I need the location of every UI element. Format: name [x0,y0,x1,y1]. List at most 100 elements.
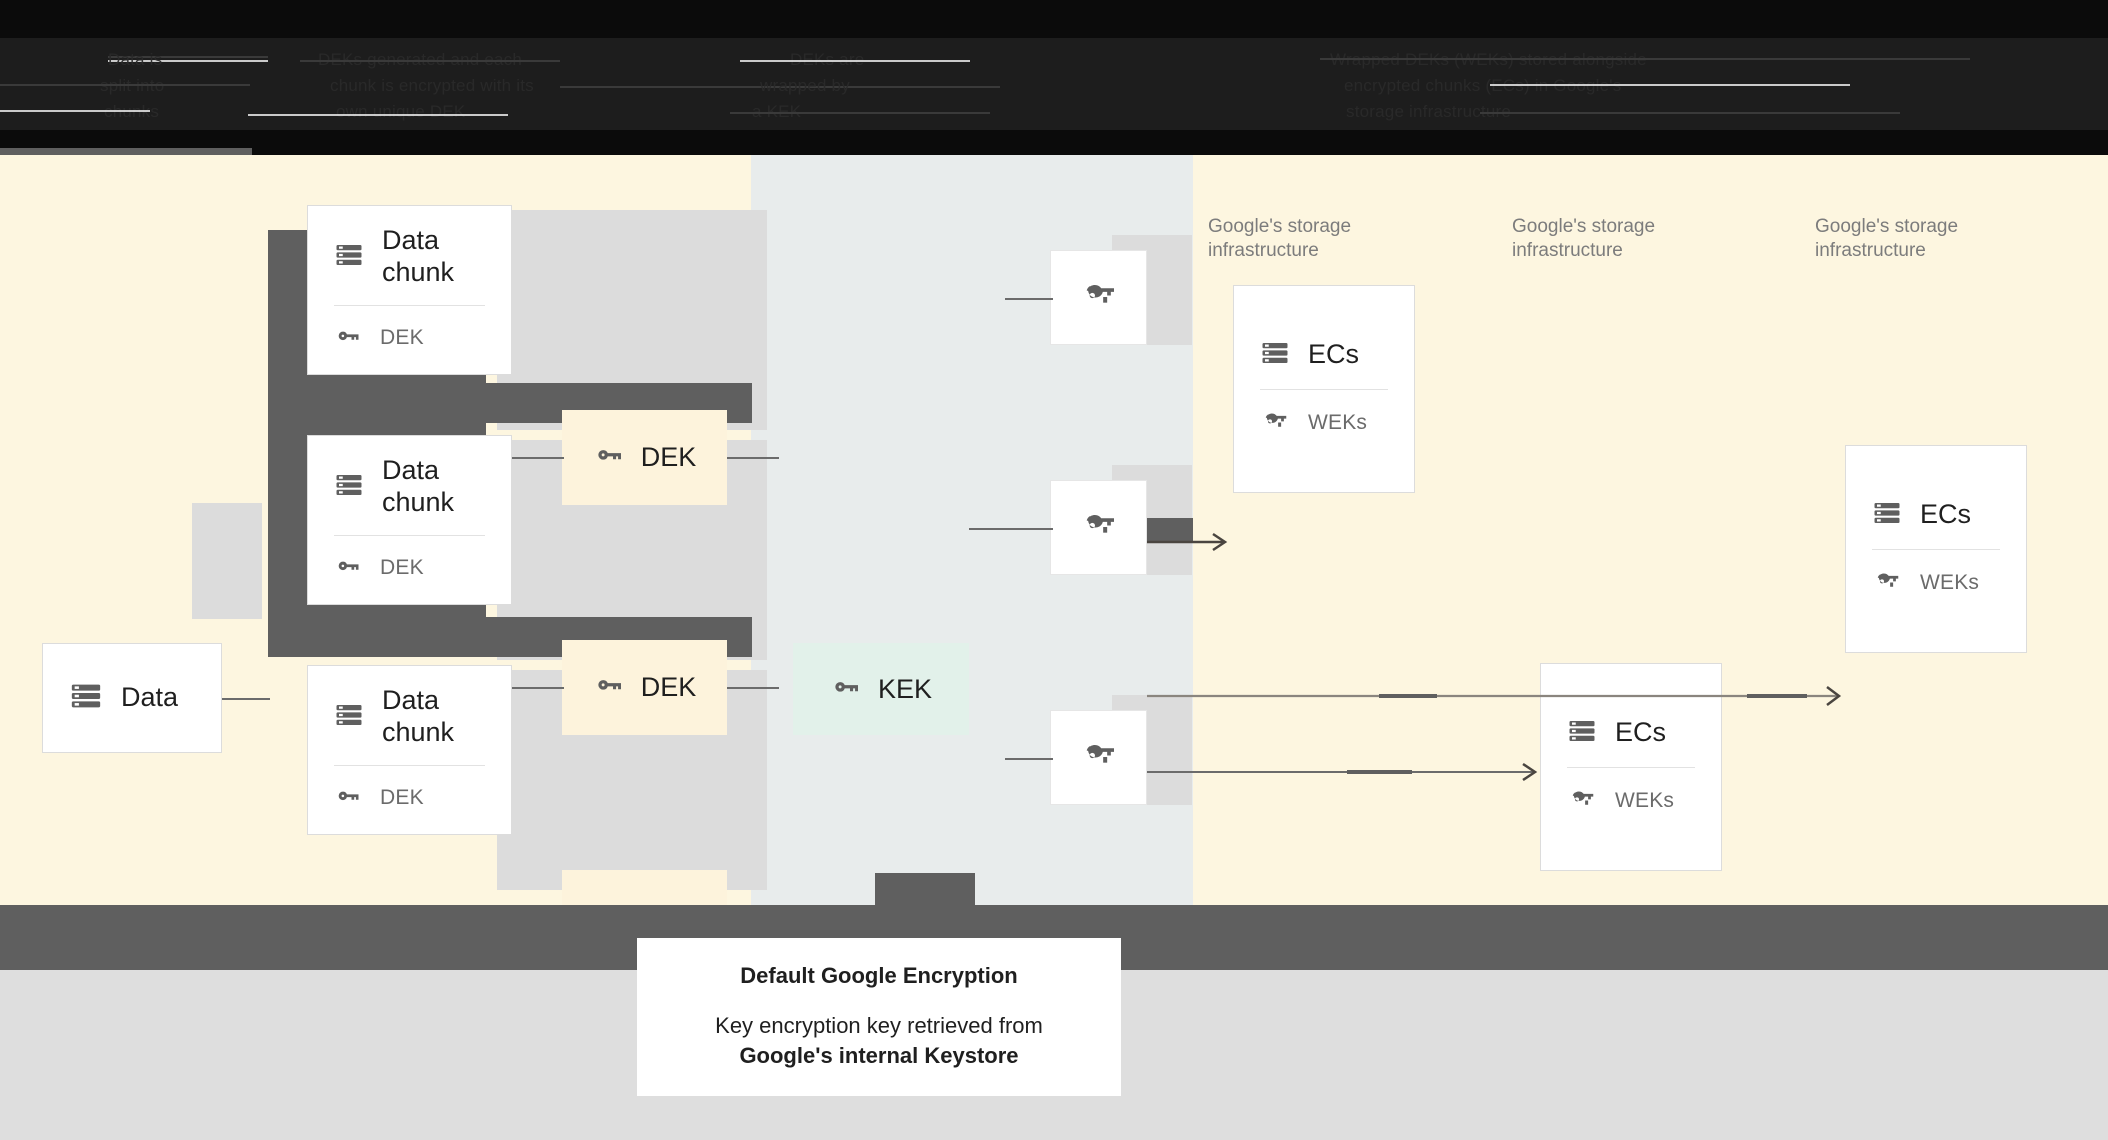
ecs-title: ECs [1308,339,1360,370]
header-rule [1490,84,1850,86]
wrapped-key-icon [1079,505,1119,550]
header-text-line: chunk is encrypted with its [330,76,534,95]
infra-label-1: Google's storage infrastructure [1208,216,1352,261]
header-text-line: Wrapped DEKs (WEKs) stored alongside [1330,50,1647,70]
dek-label: DEK [640,442,697,472]
header-strip: Data is split into chunks DEKs generated… [0,0,2108,157]
overlay-band [875,873,975,905]
header-rule [0,84,250,86]
weks-row: WEKs [1541,784,1721,819]
card-divider [1872,548,2000,550]
wrapped-key-icon [1079,735,1119,780]
storage-icon [334,240,364,275]
ecs-title-row: ECs [1541,716,1721,751]
storage-icon [1872,498,1902,533]
header-text-line: DEKs generated and each [318,50,522,70]
key-icon [334,782,362,815]
connector-dek2-out [727,687,779,689]
caption-line-1: Key encryption key retrieved from [715,1013,1043,1038]
dek-label: DEK [640,672,697,702]
chunk-title-row: Data chunk [308,685,511,749]
arrow-to-ecs-3 [1147,684,1847,708]
ecs-card-1[interactable]: ECs WEKs [1233,285,1415,493]
header-text-line: storage infrastructure [1346,102,1512,121]
header-text-line: Data is [108,50,163,69]
chunk-title: Data chunk [382,225,455,287]
caption-body: Key encryption key retrieved from Google… [715,1011,1043,1071]
key-icon [334,322,362,355]
ecs-title: ECs [1920,499,1972,530]
ecs-title-row: ECs [1846,498,2026,533]
storage-icon [69,679,103,718]
header-text-line: DEKs are [790,50,864,70]
storage-icon [1260,338,1290,373]
key-icon [334,552,362,585]
header-rule [1320,58,1970,60]
card-divider [334,764,485,766]
data-source-card[interactable]: Data [42,643,222,753]
weks-row: WEKs [1846,566,2026,601]
dek-box-1[interactable]: DEK [562,410,727,505]
header-text-line: split into [100,76,164,96]
header-text-line: own unique DEK [336,102,466,121]
weks-label: WEKs [1920,571,1980,594]
header-text-line: chunks [104,102,159,122]
card-divider [334,304,485,306]
wrapped-key-icon [1872,566,1902,601]
header-rule [108,56,268,58]
weks-row: WEKs [1234,406,1414,441]
arrow-to-ecs-1 [1147,530,1233,554]
card-plate [192,503,262,619]
chunk-key-row: DEK [308,782,511,815]
card-divider [1567,766,1695,768]
chunk-key-label: DEK [380,786,424,810]
header-text-line: wrapped by [760,76,850,95]
header-rule [300,60,560,62]
header-bottom-band [0,148,252,157]
key-icon [593,439,625,476]
chunk-key-label: DEK [380,326,424,350]
data-chunk-card-3[interactable]: Data chunk DEK [307,665,512,835]
data-chunk-card-1[interactable]: Data chunk DEK [307,205,512,375]
main-canvas: Data Data chunk [0,155,2108,965]
chunk-key-label: DEK [380,556,424,580]
wrapped-key-tile-3[interactable] [1050,710,1147,805]
chunk-key-row: DEK [308,322,511,355]
header-text-line: encrypted chunks (ECs) in Google's [1344,76,1622,95]
connector-data-to-chunks [222,698,270,700]
header-rule [0,110,150,112]
wrapped-key-icon [1567,784,1597,819]
ecs-title: ECs [1615,717,1667,748]
chunk-title: Data chunk [382,685,455,747]
arrow-to-ecs-2 [1147,760,1543,784]
caption-title: Default Google Encryption [740,963,1018,988]
connector-chunk1-dek [512,457,564,459]
wrapped-key-tile-2[interactable] [1050,480,1147,575]
dek-box-2[interactable]: DEK [562,640,727,735]
key-icon [593,669,625,706]
header-text-line: a KEK [752,102,801,122]
data-source-row: Data [43,679,221,718]
data-chunk-card-2[interactable]: Data chunk DEK [307,435,512,605]
header-rule [730,112,990,114]
infra-label-3: Google's storage infrastructure [1815,216,1959,261]
wrapped-key-icon [1260,406,1290,441]
ecs-title-row: ECs [1234,338,1414,373]
card-divider [1260,388,1388,390]
caption-line-2: Google's internal Keystore [739,1043,1019,1068]
caption-box: Default Google Encryption Key encryption… [637,938,1121,1096]
weks-label: WEKs [1615,789,1675,812]
header-rule [108,60,268,62]
storage-icon [1567,716,1597,751]
storage-icon [334,700,364,735]
header-rule [1480,112,1900,114]
connector-chunk2-dek [512,687,564,689]
kek-label: KEK [877,673,933,704]
connector-dek1-out [727,457,779,459]
storage-icon [334,470,364,505]
ecs-card-2[interactable]: ECs WEKs [1540,663,1722,871]
kek-box[interactable]: KEK [793,643,969,735]
wrapped-key-tile-1[interactable] [1050,250,1147,345]
connector-kek-to-wrapped-key-2 [969,528,1053,530]
ecs-card-3[interactable]: ECs WEKs [1845,445,2027,653]
